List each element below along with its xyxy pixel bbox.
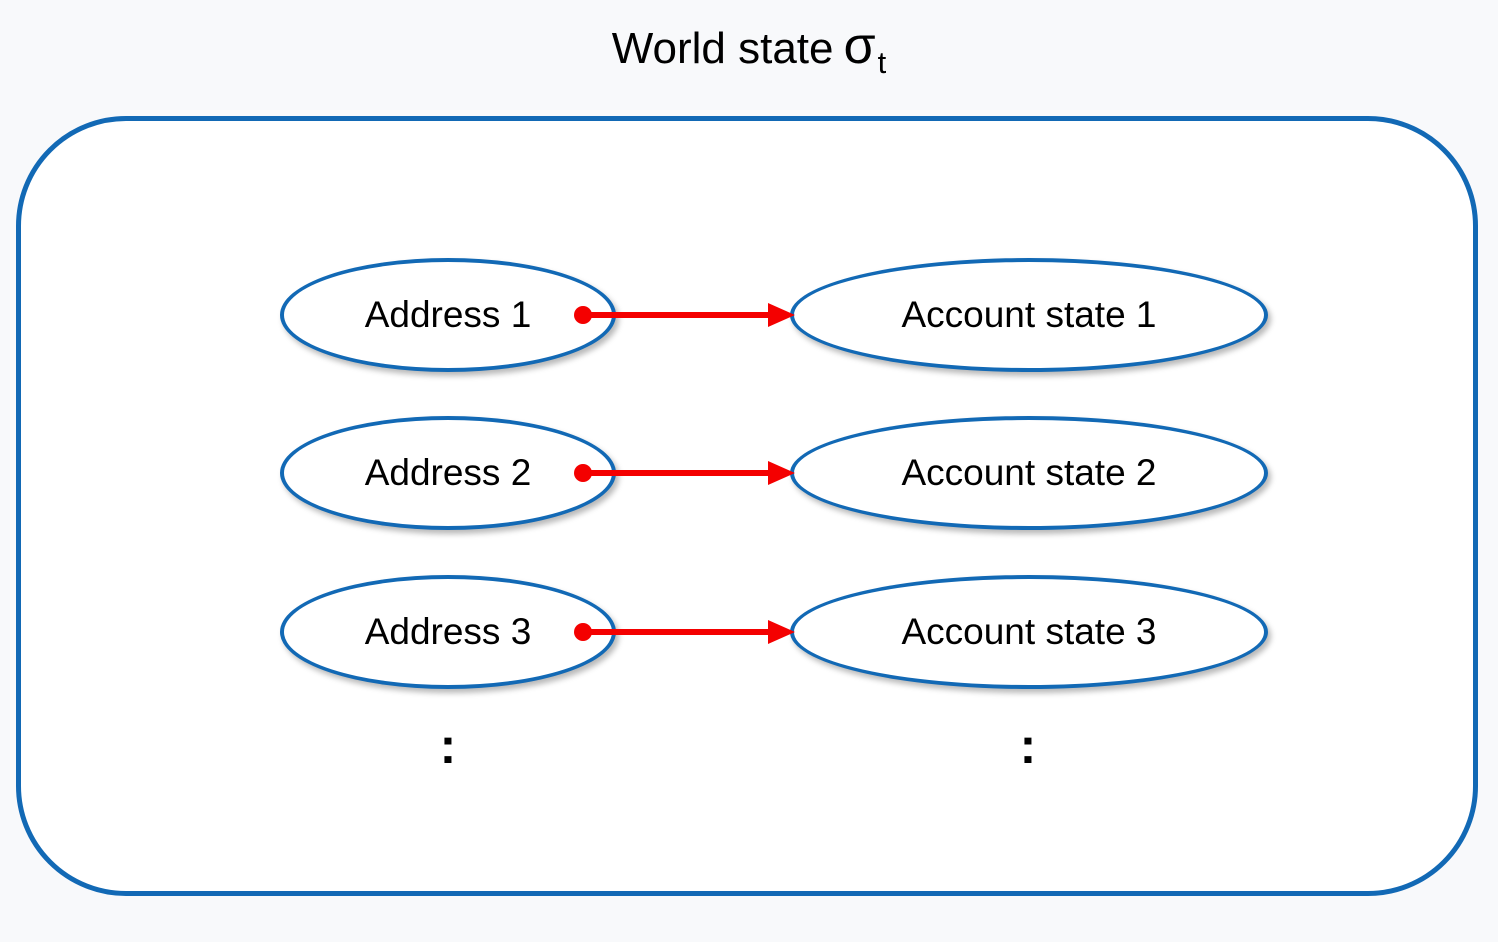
arrow-line [583, 629, 771, 635]
sigma-subscript: t [877, 45, 887, 80]
arrow-start-dot [574, 623, 592, 641]
mapping-arrow-3 [0, 575, 1498, 689]
account-state-label: Account state 3 [901, 611, 1157, 652]
address-label: Address 2 [364, 452, 532, 493]
account-state-node-3: Account state 3 [790, 575, 1268, 689]
mapping-arrow-1 [0, 258, 1498, 372]
arrow-head-icon [768, 461, 795, 485]
account-state-label: Account state 2 [901, 452, 1157, 493]
arrow-head-icon [768, 620, 795, 644]
address-node-3: Address 3 [280, 575, 616, 689]
address-label: Address 1 [364, 294, 532, 335]
mapping-arrow-2 [0, 416, 1498, 530]
sigma-symbol: σ [843, 17, 876, 75]
vertical-ellipsis-addresses: : [439, 718, 457, 774]
mapping-row-2: Address 2 Account state 2 [0, 416, 1498, 530]
arrow-head-icon [768, 303, 795, 327]
arrow-start-dot [574, 306, 592, 324]
mapping-row-3: Address 3 Account state 3 [0, 575, 1498, 689]
account-state-node-1: Account state 1 [790, 258, 1268, 372]
account-state-label: Account state 1 [901, 294, 1157, 335]
vertical-ellipsis-accounts: : [1019, 718, 1037, 774]
address-label: Address 3 [364, 611, 532, 652]
address-node-1: Address 1 [280, 258, 616, 372]
arrow-line [583, 470, 771, 476]
arrow-line [583, 312, 771, 318]
arrow-start-dot [574, 464, 592, 482]
mapping-row-1: Address 1 Account state 1 [0, 258, 1498, 372]
account-state-node-2: Account state 2 [790, 416, 1268, 530]
title-text: World state [611, 24, 834, 73]
world-state-box [16, 116, 1478, 896]
address-node-2: Address 2 [280, 416, 616, 530]
